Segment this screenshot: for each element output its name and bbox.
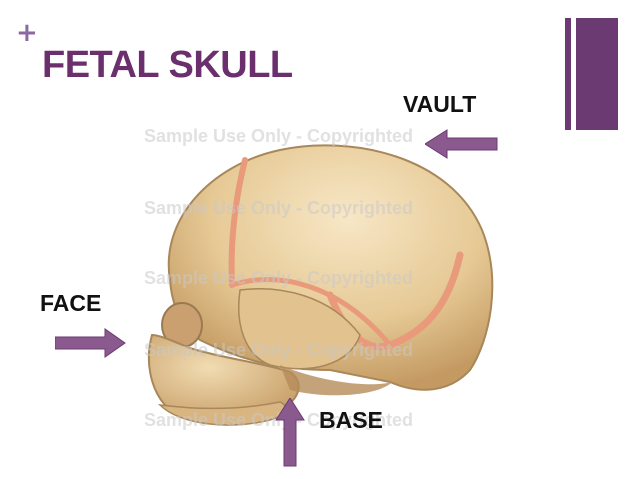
watermark: Sample Use Only - Copyrighted xyxy=(144,126,414,146)
base-label: BASE xyxy=(319,407,383,433)
face-arrow-icon xyxy=(55,328,126,358)
vault-label: VAULT xyxy=(403,91,477,117)
accent-bar-thin xyxy=(565,18,571,130)
base-arrow-icon xyxy=(275,398,305,467)
skull-base xyxy=(280,365,392,396)
squamosal-suture xyxy=(229,277,393,348)
coronal-suture xyxy=(228,157,248,288)
face-label: FACE xyxy=(40,290,102,316)
watermark: Sample Use Only - Copyrighted xyxy=(144,340,414,360)
plus-icon: + xyxy=(16,18,38,48)
facial-bones xyxy=(147,333,300,418)
accent-bar-thick xyxy=(576,18,618,130)
watermark: Sample Use Only - Copyrighted xyxy=(144,198,414,218)
slide-title: FETAL SKULL xyxy=(42,44,293,86)
fetal-skull-illustration xyxy=(147,144,494,426)
watermark: Sample Use Only - Copyrighted xyxy=(144,268,414,288)
vault-arrow-icon xyxy=(425,129,498,159)
temporal-bone xyxy=(238,288,361,370)
